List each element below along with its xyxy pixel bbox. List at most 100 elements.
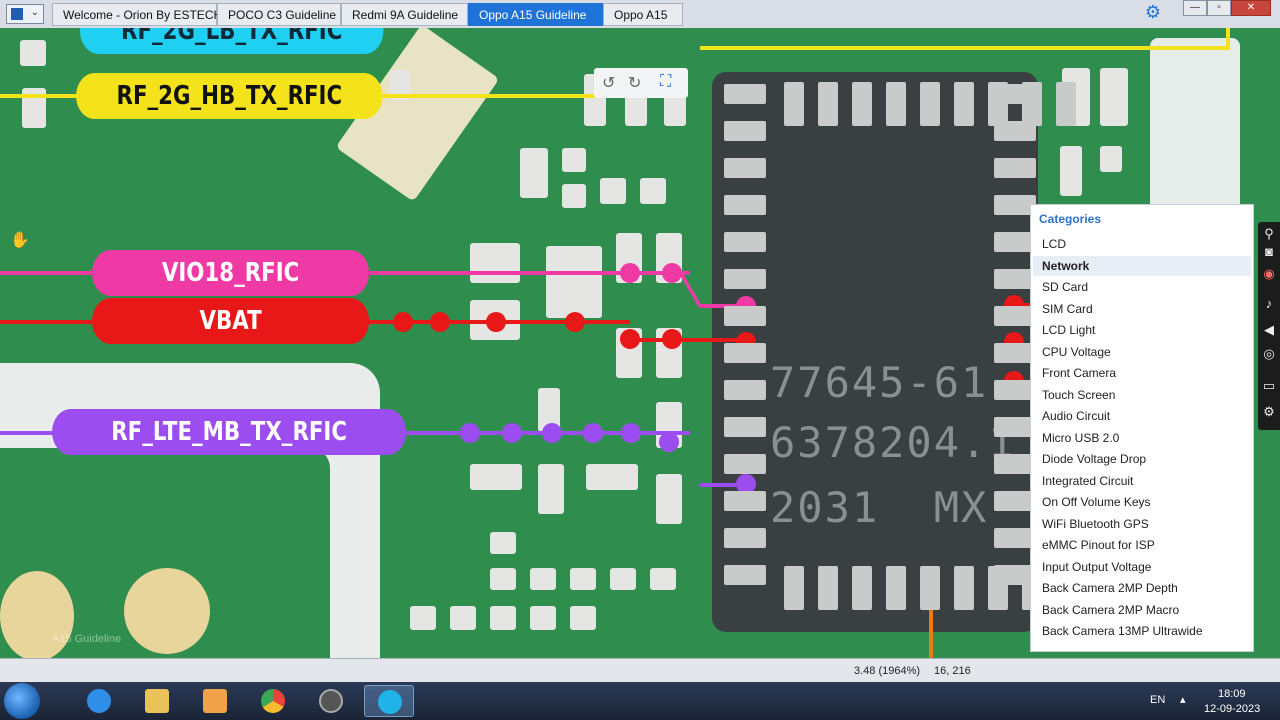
category-item-diode-voltage-drop[interactable]: Diode Voltage Drop [1042,452,1147,466]
rotate-right-icon[interactable]: ↻ [628,75,642,92]
ic-pin [886,82,906,126]
category-item-cpu-voltage[interactable]: CPU Voltage [1042,344,1111,359]
tab-redmi-9a[interactable]: Redmi 9A Guideline [341,3,468,26]
tab-poco-c3[interactable]: POCO C3 Guideline [217,3,341,26]
category-item-back-camera-13mp-ultrawide[interactable]: Back Camera 13MP Ultrawide [1042,624,1203,638]
zoom-level: 3.48 (1964%) [854,665,921,677]
ic-pin [994,491,1036,511]
pin-icon[interactable]: ⚲ [1264,226,1274,241]
taskbar-ie[interactable] [74,685,124,717]
category-item-emmc-pinout-for-isp[interactable]: eMMC Pinout for ISP [1042,538,1155,552]
category-item-sd-card[interactable]: SD Card [1042,280,1089,294]
component [570,606,596,630]
chip-marking-line3: 2031 MX [770,483,989,532]
maximize-button[interactable]: ▫ [1207,0,1231,16]
category-item-front-camera[interactable]: Front Camera [1042,366,1117,380]
category-item-integrated-circuit[interactable]: Integrated Circuit [1042,473,1134,488]
probe-dot [502,423,522,443]
probe-dot [460,423,480,443]
component [656,474,682,524]
probe-dot [659,432,679,452]
settings-icon[interactable]: ⚙ [1263,404,1275,419]
component [600,178,626,204]
component [490,532,516,554]
tab-oppo-a15-guideline[interactable]: Oppo A15 Guideline [468,3,603,26]
taskbar-camera[interactable] [306,685,356,717]
category-item-wifi-bluetooth-gps[interactable]: WiFi Bluetooth GPS [1042,516,1149,531]
ic-pin [818,82,838,126]
taskbar-chrome[interactable] [248,685,298,717]
ic-pin [724,380,766,400]
watermark: A15 Guideline [52,633,122,645]
label-vio18-rfic[interactable]: VIO18_RFIC [92,250,370,296]
close-button[interactable]: ✕ [1231,0,1271,16]
ic-pin [886,566,906,610]
language-indicator[interactable]: EN [1150,694,1166,706]
camera-icon[interactable]: ◙ [1265,244,1273,259]
ic-pin [1056,82,1076,126]
probe-dot [583,423,603,443]
ic-pin [818,566,838,610]
taskbar-orion[interactable] [364,685,414,717]
system-tray: EN ▴ 18:09 12-09-2023 [1140,682,1280,720]
board-view[interactable]: 77645-61 6378204.1 2031 MX RF_2G_LB_TX_R… [0,28,1280,658]
webcam-icon[interactable]: ◎ [1263,346,1275,361]
category-item-back-camera-2mp-macro[interactable]: Back Camera 2MP Macro [1042,602,1180,617]
label-rf-2g-lb-tx-rfic[interactable]: RF_2G_LB_TX_RFIC [80,28,384,54]
ic-pin [994,380,1036,400]
category-item-micro-usb-2-0[interactable]: Micro USB 2.0 [1042,430,1120,445]
hand-cursor-icon: ✋ [10,232,30,249]
ic-pin [994,343,1036,363]
clock-time[interactable]: 18:09 [1218,688,1246,700]
component [610,568,636,590]
category-item-sim-card[interactable]: SIM Card [1042,301,1093,316]
rotate-left-icon[interactable]: ↺ [602,75,616,92]
tray-expand-icon[interactable]: ▴ [1180,694,1186,706]
category-item-network[interactable]: Network [1033,255,1251,276]
camera-app-icon [319,689,343,713]
component [1060,146,1082,196]
ic-pin [994,195,1036,215]
taskbar-media[interactable] [190,685,240,717]
label-rf-2g-hb-tx-rfic[interactable]: RF_2G_HB_TX_RFIC [76,73,383,119]
ic-pin [724,528,766,548]
category-item-back-camera-2mp-depth[interactable]: Back Camera 2MP Depth [1042,581,1178,595]
category-item-on-off-volume-keys[interactable]: On Off Volume Keys [1042,495,1151,509]
category-item-input-output-voltage[interactable]: Input Output Voltage [1042,559,1152,574]
ic-pin [784,566,804,610]
category-item-lcd[interactable]: LCD [1042,237,1067,251]
component [520,148,548,198]
probe-dot [621,423,641,443]
test-pad-right [124,568,210,654]
minimize-button[interactable]: — [1183,0,1207,16]
window-icon[interactable]: ▭ [1262,378,1276,393]
label-rf-lte-mb-tx-rfic[interactable]: RF_LTE_MB_TX_RFIC [52,409,407,455]
taskbar-explorer[interactable] [132,685,182,717]
category-item-audio-circuit[interactable]: Audio Circuit [1042,409,1111,423]
component [390,70,410,100]
speaker-icon[interactable]: ◀ [1264,322,1274,337]
category-item-touch-screen[interactable]: Touch Screen [1042,387,1116,402]
microphone-icon[interactable]: ♪ [1265,296,1273,311]
component [586,464,638,490]
app-menu-button[interactable]: ⌄ [6,4,44,24]
ic-pin [724,269,766,289]
start-button[interactable] [4,683,40,719]
record-icon[interactable]: ◉ [1263,266,1275,281]
chrome-icon [261,689,285,713]
ic-pin [724,195,766,215]
probe-dot [542,423,562,443]
ic-pin [920,82,940,126]
component [562,148,586,172]
category-item-lcd-light[interactable]: LCD Light [1042,323,1096,337]
component [546,246,602,318]
ic-chip[interactable] [712,72,1038,632]
label-vbat[interactable]: VBAT [92,298,370,344]
clock-date[interactable]: 12-09-2023 [1204,703,1261,715]
component [1100,68,1128,126]
tab-welcome[interactable]: Welcome - Orion By ESTECH [52,3,222,26]
tab-oppo-a15[interactable]: Oppo A15 [603,3,683,26]
ic-pin [994,454,1036,474]
settings-gear-icon[interactable]: ⚙ [1144,2,1162,22]
fit-screen-icon[interactable]: ⛶ [660,73,672,90]
